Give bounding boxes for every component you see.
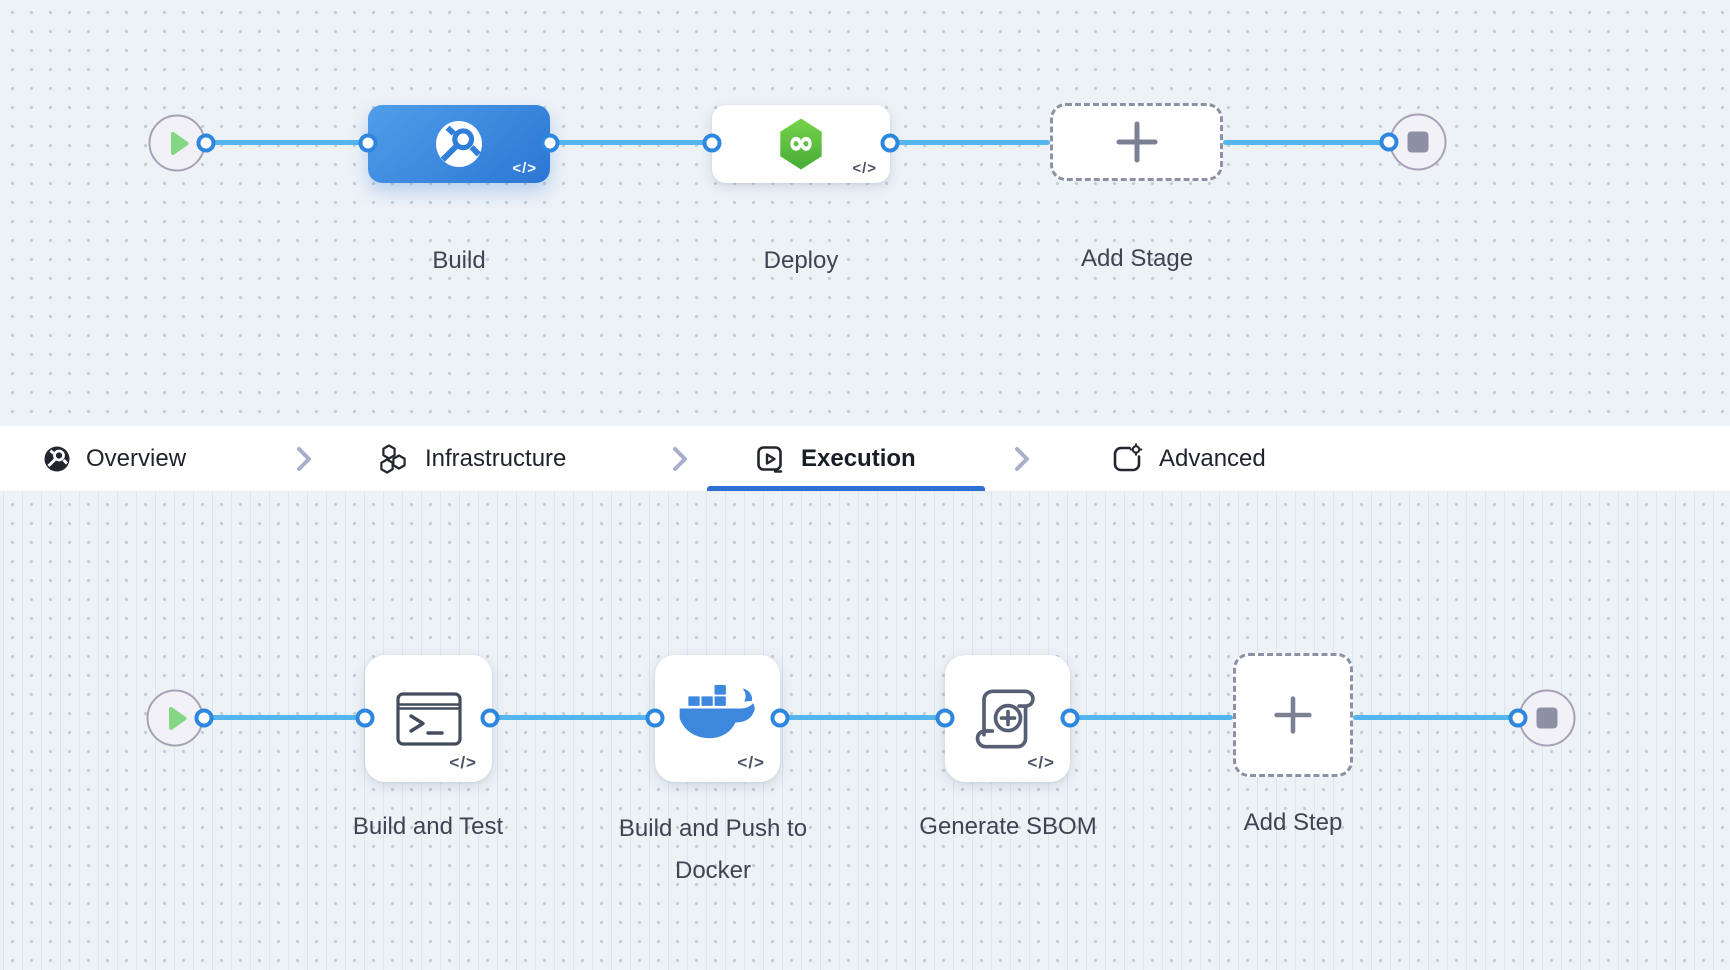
step-label: Build and Push to Docker: [618, 815, 808, 884]
chevron-right-icon: [294, 426, 314, 491]
edge: [1353, 715, 1518, 720]
stage-pipeline-canvas[interactable]: </> ∞ </> Build Deploy Add Stage: [0, 0, 1730, 426]
execution-steps-canvas[interactable]: </> </> </>: [0, 492, 1730, 970]
chevron-right-icon: [1012, 426, 1032, 491]
stage-config-tab-bar: Overview Infrastructure Execution: [0, 426, 1730, 492]
ci-build-icon: [436, 121, 482, 167]
step-node-build-and-push-to-docker[interactable]: </>: [655, 655, 780, 782]
pipeline-end-node: [1389, 113, 1447, 171]
edge: [550, 140, 712, 145]
connector-port[interactable]: [935, 708, 955, 728]
connector-port[interactable]: [770, 708, 790, 728]
sbom-scroll-icon: [975, 688, 1035, 749]
yaml-code-badge: </>: [512, 160, 537, 177]
connector-port[interactable]: [540, 133, 560, 153]
add-stage-button[interactable]: [1050, 103, 1223, 181]
execution-icon: [757, 445, 783, 473]
yaml-code-badge: </>: [852, 160, 877, 177]
execution-end-node: [1518, 689, 1576, 747]
yaml-code-badge: </>: [1027, 753, 1055, 772]
tab-infrastructure[interactable]: Infrastructure: [377, 426, 566, 491]
edge: [490, 715, 655, 720]
docker-icon: [679, 684, 755, 738]
stop-icon: [1536, 707, 1558, 729]
tab-overview[interactable]: Overview: [44, 426, 186, 491]
overview-icon: [44, 446, 70, 471]
edge: [780, 715, 945, 720]
terminal-icon: [395, 691, 462, 746]
edge: [204, 715, 365, 720]
tab-label: Advanced: [1159, 444, 1266, 472]
edge: [1223, 140, 1389, 145]
edge: [890, 140, 1050, 145]
cd-infinity-icon: ∞: [780, 118, 822, 170]
plus-icon: [1274, 696, 1312, 734]
connector-port[interactable]: [645, 708, 665, 728]
tab-advanced[interactable]: Advanced: [1111, 426, 1266, 491]
connector-port[interactable]: [194, 708, 214, 728]
connector-port[interactable]: [702, 133, 722, 153]
connector-port[interactable]: [355, 708, 375, 728]
stage-label: Deploy: [763, 247, 839, 274]
advanced-icon: [1113, 442, 1143, 471]
stop-icon: [1407, 131, 1429, 153]
active-tab-indicator: [707, 486, 985, 491]
stage-node-build[interactable]: </>: [368, 105, 550, 183]
add-step-button[interactable]: [1233, 653, 1353, 777]
stage-label: Add Stage: [1080, 245, 1194, 272]
tab-execution[interactable]: Execution: [755, 426, 916, 491]
connector-port[interactable]: [1508, 708, 1528, 728]
step-label: Generate SBOM: [919, 813, 1097, 840]
tab-label: Infrastructure: [425, 444, 567, 472]
connector-port[interactable]: [358, 133, 378, 153]
stage-node-deploy[interactable]: ∞ </>: [712, 105, 890, 183]
edge: [206, 140, 368, 145]
execution-start-node: [146, 689, 204, 747]
step-label: Add Step: [1243, 809, 1343, 836]
step-node-generate-sbom[interactable]: </>: [945, 655, 1070, 782]
chevron-right-icon: [670, 426, 690, 491]
edge: [1070, 715, 1233, 720]
connector-port[interactable]: [880, 133, 900, 153]
connector-port[interactable]: [480, 708, 500, 728]
connector-port[interactable]: [1379, 132, 1399, 152]
stage-label: Build: [432, 247, 486, 274]
yaml-code-badge: </>: [449, 753, 477, 772]
connector-port[interactable]: [196, 133, 216, 153]
play-icon: [168, 706, 186, 730]
tab-label: Overview: [86, 444, 187, 472]
pipeline-start-node: [148, 114, 206, 172]
plus-icon: [1116, 121, 1157, 163]
tab-label: Execution: [801, 444, 916, 472]
play-icon: [170, 131, 188, 155]
yaml-code-badge: </>: [737, 753, 765, 772]
connector-port[interactable]: [1060, 708, 1080, 728]
step-node-build-and-test[interactable]: </>: [365, 655, 492, 782]
infrastructure-icon: [380, 443, 406, 474]
step-label: Build and Test: [352, 813, 504, 840]
